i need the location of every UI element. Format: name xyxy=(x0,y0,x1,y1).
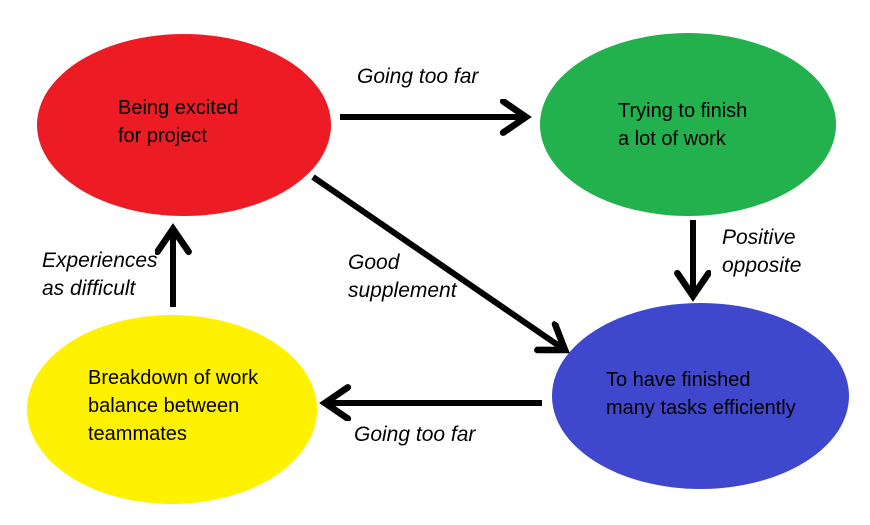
node-label-line: balance between xyxy=(88,395,240,417)
node-label-being-excited: Being excited for project xyxy=(118,94,238,150)
node-label-line: for project xyxy=(118,125,207,147)
node-label-finished-many-tasks: To have finished many tasks efficiently xyxy=(606,366,796,422)
node-being-excited-for-project: Being excited for project xyxy=(37,34,331,216)
node-finished-many-tasks: To have finished many tasks efficiently xyxy=(552,303,849,489)
edge-label-line: Positive xyxy=(722,226,796,249)
edge-label-line: Going too far xyxy=(354,423,476,446)
edge-label-line: as difficult xyxy=(42,277,136,300)
edge-label-going-too-far-bottom: Going too far xyxy=(354,421,475,449)
node-label-line: To have finished xyxy=(606,369,751,391)
node-label-breakdown: Breakdown of work balance between teamma… xyxy=(88,364,258,448)
node-trying-to-finish: Trying to finish a lot of work xyxy=(540,33,836,216)
node-label-line: Breakdown of work xyxy=(88,367,259,389)
edge-label-line: Going too far xyxy=(357,65,479,88)
edge-label-good-supplement: Good supplement xyxy=(348,249,457,305)
edge-label-line: Good xyxy=(348,251,400,274)
edge-label-line: Experiences xyxy=(42,249,158,272)
node-label-line: many tasks efficiently xyxy=(606,397,796,419)
node-breakdown-work-balance: Breakdown of work balance between teamma… xyxy=(27,315,317,504)
node-label-line: Being excited xyxy=(118,97,239,119)
node-label-line: teammates xyxy=(88,423,187,445)
node-label-trying-to-finish: Trying to finish a lot of work xyxy=(618,97,747,153)
node-label-line: a lot of work xyxy=(618,128,726,150)
edge-label-line: supplement xyxy=(348,279,457,302)
edge-label-going-too-far-top: Going too far xyxy=(357,63,478,91)
edge-label-positive-opposite: Positive opposite xyxy=(722,224,801,280)
edge-label-line: opposite xyxy=(722,254,802,277)
node-label-line: Trying to finish xyxy=(618,100,748,122)
edge-label-experiences-as-difficult: Experiences as difficult xyxy=(42,247,158,303)
